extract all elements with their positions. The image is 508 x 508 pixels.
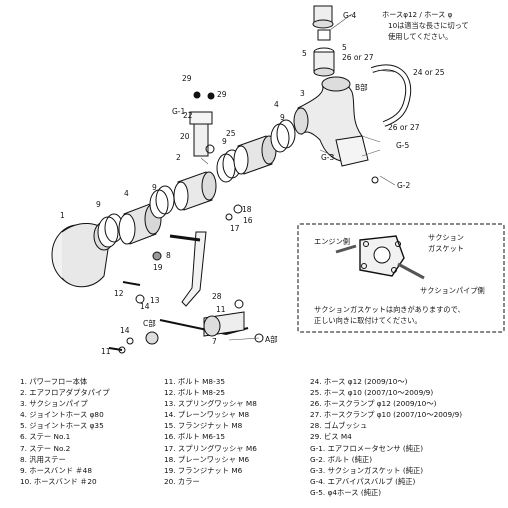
callout-9c: 9 [280, 113, 285, 122]
callout-19: 19 [153, 263, 163, 272]
bolts [108, 91, 379, 354]
legend-item: 26. ホースクランプ φ12 (2009/10～) [310, 399, 437, 409]
callout-9a: 9 [96, 200, 101, 209]
callout-g5: G-5 [396, 141, 410, 150]
callout-24: 24 or 25 [413, 68, 445, 77]
legend-item: 8. 汎用ステー [20, 454, 66, 464]
callout-26a: 26 or 27 [342, 53, 374, 62]
legend-item: 3. サクションパイプ [20, 399, 88, 409]
legend-item: 6. ステー No.1 [20, 432, 71, 442]
callout-25: 25 [226, 129, 236, 138]
callout-8: 8 [166, 251, 171, 260]
label-a-part: A部 [265, 334, 278, 344]
callout-9b: 9 [152, 183, 157, 192]
joint-hose-80 [118, 203, 162, 245]
legend-item: 13. スプリングワッシャ M8 [164, 399, 257, 409]
legend-column-1: 1. パワーフロー本体 2. エアフロアダプタパイプ 3. サクションパイプ 4… [20, 376, 110, 487]
legend-item: 25. ホース φ10 (2007/10～2009/9) [310, 388, 434, 398]
legend-item: 5. ジョイントホース φ35 [20, 421, 104, 431]
legend-item: G-1. エアフロメータセンサ (純正) [310, 443, 424, 453]
callout-16: 16 [243, 216, 253, 225]
label-c-part: C部 [143, 318, 156, 328]
inset-suction-gasket-1: サクション [428, 233, 464, 242]
callout-4-right: 4 [274, 100, 279, 109]
callout-29a: 29 [182, 74, 192, 83]
callout-5b: 5 [302, 49, 307, 58]
legend-item: 17. スプリングワッシャ M6 [164, 443, 257, 453]
callout-28: 28 [212, 292, 222, 301]
legend-item: 16. ボルト M6-15 [164, 432, 225, 442]
legend-item: 27. ホースクランプ φ10 (2007/10～2009/9) [310, 410, 463, 420]
hose-note-line-2: 10は適当な長さに切って [388, 21, 469, 30]
legend-item: 15. フランジナット M8 [164, 421, 243, 431]
hose-band-left [97, 213, 124, 248]
legend-item: 24. ホース φ12 (2009/10～) [310, 377, 408, 386]
legend-item: 9. ホースバンド ＃48 [20, 465, 92, 475]
exploded-parts-diagram: 1 2 3 1 4 4 5 5 7 8 9 9 25 9 9 11 11 12 … [51, 5, 505, 356]
legend-item: 2. エアフロアダプタパイプ [20, 388, 110, 398]
legend-item: 20. カラー [164, 476, 200, 486]
joint-hose-right [216, 119, 296, 183]
callout-12: 12 [114, 289, 124, 298]
callout-11a: 11 [101, 347, 111, 356]
legend-item: 7. ステー No.2 [20, 443, 71, 453]
callout-11b: 11 [216, 305, 226, 314]
callout-5a: 5 [342, 43, 347, 52]
callout-3: 3 [300, 89, 305, 98]
inset-engine-side: エンジン側 [314, 237, 350, 246]
inset-note-1: サクションガスケットは向きがありますので、 [314, 305, 465, 314]
callout-2: 2 [176, 153, 181, 162]
legend-item: G-5. φ4ホース (純正) [310, 487, 382, 497]
callout-26b: 26 or 27 [388, 123, 420, 132]
callout-g1: G-1 [172, 107, 186, 116]
hose-note-line-1: ホースφ12 / ホース φ [382, 10, 453, 19]
power-flow-filter [51, 221, 115, 288]
callout-29b: 29 [217, 90, 227, 99]
inset-pipe-side: サクションパイプ側 [420, 286, 485, 295]
label-b-part: B部 [355, 82, 368, 92]
callout-4-left: 4 [124, 189, 129, 198]
legend-item: 18. プレーンワッシャ M6 [164, 454, 250, 464]
legend-item: G-4. エアバイパスバルブ (純正) [310, 476, 416, 486]
legend-item: G-3. サクションガスケット (純正) [310, 465, 424, 475]
suction-pipe [293, 76, 369, 167]
hose-note-line-3: 使用してください。 [388, 32, 452, 41]
legend-item: G-2. ボルト (純正) [310, 454, 373, 464]
callout-14a: 14 [120, 326, 130, 335]
callout-g2: G-2 [397, 181, 411, 190]
legend-item: 11. ボルト M8-35 [164, 377, 225, 386]
parts-legend: 1. パワーフロー本体 2. エアフロアダプタパイプ 3. サクションパイプ 4… [0, 372, 508, 508]
inset-note-2: 正しい向きに取付けてください。 [314, 316, 422, 325]
callout-g3: G-3 [321, 153, 335, 162]
legend-item: 12. ボルト M8-25 [164, 388, 225, 398]
legend-column-2: 11. ボルト M8-35 12. ボルト M8-25 13. スプリングワッシ… [164, 376, 257, 487]
air-flow-adapter-pipe [173, 111, 217, 211]
callout-22: 22 [183, 111, 193, 120]
legend-column-3: 24. ホース φ12 (2009/10～) 25. ホース φ10 (2007… [310, 376, 462, 498]
callout-g4: G-4 [343, 11, 357, 20]
legend-item: 14. プレーンワッシャ M8 [164, 410, 250, 420]
legend-item: 19. フランジナット M6 [164, 465, 243, 475]
callout-1: 1 [60, 211, 65, 220]
callout-17: 17 [230, 224, 240, 233]
legend-item: 28. ゴムブッシュ [310, 421, 368, 431]
legend-item: 29. ビス M4 [310, 432, 352, 442]
callout-20: 20 [180, 132, 190, 141]
suction-gasket-drawing [335, 235, 425, 280]
air-bypass-valve [312, 5, 335, 77]
inset-suction-gasket-2: ガスケット [428, 244, 464, 253]
callout-9d: 9 [222, 137, 227, 146]
stays [159, 231, 249, 337]
legend-item: 10. ホースバンド ＃20 [20, 476, 97, 486]
legend-item: 1. パワーフロー本体 [20, 377, 88, 386]
legend-item: 4. ジョイントホース φ80 [20, 410, 104, 420]
callout-13: 13 [150, 296, 160, 305]
callout-7: 7 [212, 337, 217, 346]
callout-14b: 14 [140, 302, 150, 311]
callout-18: 18 [242, 205, 252, 214]
